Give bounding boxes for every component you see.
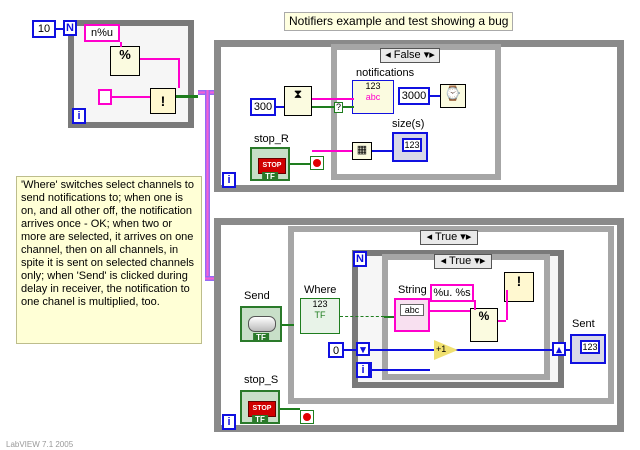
hourglass-icon: ⧗ (293, 87, 303, 101)
where-label: Where (304, 284, 337, 296)
wait-on-notification-node[interactable]: ⧗ (284, 86, 312, 116)
send-button-face (248, 316, 276, 332)
top-loop-count-constant[interactable]: 10 (32, 20, 56, 38)
stop-s-tf-terminal: TF (252, 415, 268, 424)
size-label: size(s) (392, 118, 425, 130)
send-label: Send (244, 290, 270, 302)
notifications-array-indicator[interactable]: 123 abc (352, 80, 394, 114)
notifications-label: notifications (356, 67, 415, 79)
string-control[interactable]: abc (394, 298, 430, 332)
warning-icon: ! (160, 93, 166, 109)
receiver-timeout-constant[interactable]: 300 (250, 98, 276, 116)
shift-register-right: ▴ (552, 342, 566, 356)
size-indicator: 123 (392, 132, 428, 162)
abc-glyph: abc (400, 304, 424, 316)
top-format-string-constant[interactable]: n%u (84, 24, 120, 42)
shift-register-left: ▾ (356, 342, 370, 356)
stop-r-button[interactable]: STOP TF (250, 147, 290, 181)
num-glyph: 123 (312, 299, 328, 309)
receiver-loop-i-terminal: i (222, 172, 236, 188)
num-glyph: 123 (365, 81, 381, 91)
sender-loop-n-terminal: N (353, 251, 367, 267)
tf-glyph: TF (314, 310, 326, 320)
receiver-loop-condition (310, 156, 324, 170)
top-string-constant[interactable] (98, 89, 112, 105)
increment-label: +1 (436, 344, 447, 354)
wait-ms-node[interactable]: ⌚ (440, 84, 466, 108)
top-loop-i-terminal: i (72, 108, 86, 124)
top-format-into-string-node[interactable]: % (110, 46, 140, 76)
case-question-terminal: ? (334, 102, 344, 113)
abc-glyph: abc (365, 92, 381, 102)
sender-loop-condition (300, 410, 314, 424)
zero-constant[interactable]: 0 (328, 342, 344, 358)
stop-s-button[interactable]: STOP TF (240, 390, 280, 424)
footer-text: LabVIEW 7.1 2005 (6, 440, 74, 449)
string-label: String (398, 284, 427, 296)
sender-format-into-string-node[interactable]: % (470, 308, 498, 342)
array-size-node[interactable]: ▦ (352, 142, 372, 160)
sender-inner-i-terminal: i (356, 362, 370, 378)
sent-label: Sent (572, 318, 595, 330)
sent-value: 123 (580, 340, 600, 354)
array-icon: ▦ (356, 144, 368, 156)
sender-loop-i-terminal: i (222, 414, 236, 430)
bug-description-comment: 'Where' switches select channels to send… (16, 176, 202, 344)
sender-outer-case-selector[interactable]: ◂ True ▾▸ (420, 230, 478, 245)
send-button[interactable]: TF (240, 306, 282, 342)
sender-inner-case-selector[interactable]: ◂ True ▾▸ (434, 254, 492, 269)
top-loop-n-terminal: N (63, 20, 77, 36)
top-create-notifier-node[interactable]: ! (150, 88, 176, 114)
where-array-control[interactable]: 123 TF (300, 298, 340, 334)
send-tf-terminal: TF (253, 333, 269, 342)
warning-icon: ! (516, 273, 522, 289)
stop-s-label: stop_S (244, 374, 279, 386)
diagram-title: Notifiers example and test showing a bug (284, 12, 514, 31)
receiver-case-selector[interactable]: ◂ False ▾▸ (380, 48, 440, 63)
sender-format-string-constant[interactable]: %u. %s (430, 284, 474, 302)
stop-r-label: stop_R (254, 133, 289, 145)
send-notification-node[interactable]: ! (504, 272, 534, 302)
increment-node[interactable] (434, 340, 458, 360)
wait-timeout-constant[interactable]: 3000 (398, 87, 430, 105)
stop-r-tf-terminal: TF (262, 172, 278, 181)
clock-icon: ⌚ (444, 85, 462, 101)
format-func-icon: % (478, 309, 490, 323)
size-value: 123 (402, 138, 422, 152)
sent-indicator: 123 (570, 334, 606, 364)
format-func-icon: % (119, 47, 131, 62)
